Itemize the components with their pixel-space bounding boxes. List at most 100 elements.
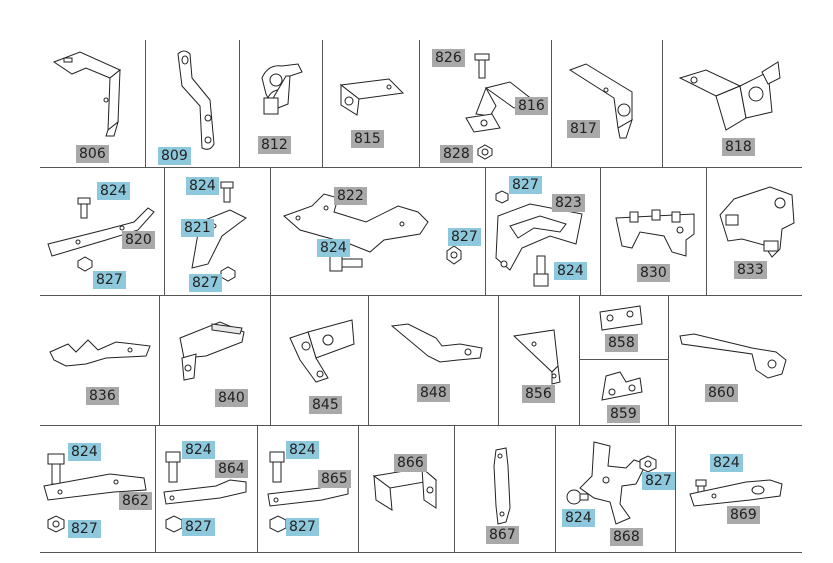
bracket-845-drawing xyxy=(289,319,355,383)
part-label-845: 845 xyxy=(309,396,342,414)
nut-828-drawing xyxy=(477,144,493,160)
part-label-818: 818 xyxy=(722,138,755,156)
cell-divider xyxy=(159,296,160,425)
cell-divider xyxy=(322,40,323,167)
bolt-826-drawing xyxy=(474,53,490,79)
part-label-830: 830 xyxy=(637,264,670,282)
cell-divider xyxy=(551,40,552,167)
part-label-848: 848 xyxy=(417,384,450,402)
part-label-827: 827 xyxy=(642,472,675,490)
bracket-866-drawing xyxy=(372,466,438,511)
part-label-821: 821 xyxy=(181,219,214,237)
part-label-860: 860 xyxy=(705,384,738,402)
part-label-815: 815 xyxy=(351,130,384,148)
part-label-827: 827 xyxy=(182,518,215,536)
part-label-824: 824 xyxy=(554,262,587,280)
bolt-824-drawing xyxy=(77,197,91,219)
cell-divider xyxy=(145,40,146,167)
bracket-818-drawing xyxy=(678,61,781,131)
bracket-859-drawing xyxy=(601,371,643,401)
part-label-824: 824 xyxy=(710,454,743,472)
cell-divider xyxy=(580,359,668,360)
part-label-824: 824 xyxy=(562,509,595,527)
part-label-836: 836 xyxy=(86,387,119,405)
nut-827-drawing xyxy=(495,190,509,204)
bracket-856-drawing xyxy=(512,329,561,385)
cell-divider xyxy=(600,168,601,295)
part-label-820: 820 xyxy=(122,231,155,249)
part-label-812: 812 xyxy=(258,136,291,154)
part-label-817: 817 xyxy=(567,120,600,138)
cell-divider xyxy=(706,168,707,295)
bracket-822-drawing xyxy=(283,193,429,253)
bolt-824-drawing xyxy=(165,451,181,483)
cell-divider xyxy=(675,426,676,552)
bracket-806-drawing xyxy=(52,51,121,137)
cell-divider xyxy=(419,40,420,167)
part-label-856: 856 xyxy=(522,385,555,403)
part-label-824: 824 xyxy=(286,441,319,459)
part-label-858: 858 xyxy=(605,334,638,352)
cell-divider xyxy=(257,426,258,552)
cell-divider xyxy=(662,40,663,167)
row-divider xyxy=(40,552,802,553)
bracket-858-drawing xyxy=(599,305,643,331)
bracket-868-drawing xyxy=(579,441,647,525)
cell-divider xyxy=(358,426,359,552)
cell-divider xyxy=(579,296,580,425)
part-label-823: 823 xyxy=(552,194,585,212)
bracket-821-drawing xyxy=(191,209,247,269)
part-label-869: 869 xyxy=(727,506,760,524)
cell-divider xyxy=(555,426,556,552)
row-divider xyxy=(40,295,802,296)
bracket-833-drawing xyxy=(719,186,795,258)
part-label-864: 864 xyxy=(215,460,248,478)
nut-827-drawing xyxy=(165,515,183,533)
part-label-865: 865 xyxy=(318,470,351,488)
part-label-824: 824 xyxy=(317,239,350,257)
nut-827-drawing xyxy=(77,256,93,272)
bolt-824-drawing xyxy=(533,255,549,287)
cell-divider xyxy=(485,168,486,295)
part-label-867: 867 xyxy=(486,526,519,544)
row-divider xyxy=(40,167,802,168)
bracket-830-drawing xyxy=(615,209,695,257)
part-label-809: 809 xyxy=(158,147,191,165)
bracket-848-drawing xyxy=(390,323,483,363)
bolt-824-drawing xyxy=(220,181,234,203)
part-label-840: 840 xyxy=(215,389,248,407)
bracket-862-drawing xyxy=(43,473,147,501)
cell-divider xyxy=(368,296,369,425)
part-label-824: 824 xyxy=(186,177,219,195)
part-label-824: 824 xyxy=(182,441,215,459)
part-label-826: 826 xyxy=(432,49,465,67)
part-label-827: 827 xyxy=(189,274,222,292)
bracket-812-drawing xyxy=(261,63,303,115)
nut-827-drawing xyxy=(269,515,287,533)
bracket-840-drawing xyxy=(179,321,245,381)
nut-827-drawing xyxy=(47,515,65,533)
nut-827-drawing xyxy=(639,455,657,473)
bracket-823-drawing xyxy=(495,203,583,271)
bracket-820-drawing xyxy=(47,207,155,257)
row-divider xyxy=(40,425,802,426)
part-label-824: 824 xyxy=(97,182,130,200)
cell-divider xyxy=(239,40,240,167)
cell-divider xyxy=(498,296,499,425)
cell-divider xyxy=(270,168,271,295)
part-label-822: 822 xyxy=(334,187,367,205)
part-label-824: 824 xyxy=(68,443,101,461)
part-label-827: 827 xyxy=(286,518,319,536)
part-label-827: 827 xyxy=(448,228,481,246)
part-label-859: 859 xyxy=(607,405,640,423)
cell-divider xyxy=(668,296,669,425)
part-label-816: 816 xyxy=(515,97,548,115)
bracket-864-drawing xyxy=(163,479,247,505)
part-label-828: 828 xyxy=(440,145,473,163)
bracket-836-drawing xyxy=(49,339,151,367)
bracket-809-drawing xyxy=(177,50,215,150)
part-label-862: 862 xyxy=(119,492,152,510)
part-label-833: 833 xyxy=(734,261,767,279)
bracket-869-drawing xyxy=(689,479,783,507)
bracket-817-drawing xyxy=(568,63,633,139)
